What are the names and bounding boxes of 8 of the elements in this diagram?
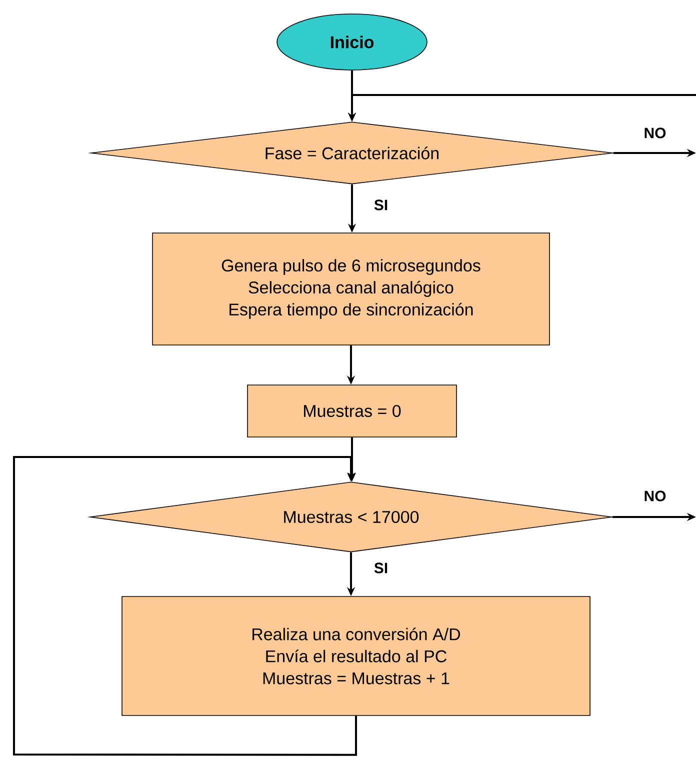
arrow [13, 456, 357, 756]
process-box: Genera pulso de 6 microsegundos Selecciona canal analógico Espera tiempo de sincronización [152, 232, 550, 346]
edge-label: SI [372, 198, 390, 212]
process-box: Muestras = 0 [247, 384, 457, 438]
edge-label: SI [372, 562, 390, 574]
process-box: Realiza una conversión A/D Envía el resultado al PC Muestras = Muestras + 1 [122, 596, 590, 716]
edge-label: NO [642, 490, 668, 502]
edge-label: NO [642, 126, 668, 140]
